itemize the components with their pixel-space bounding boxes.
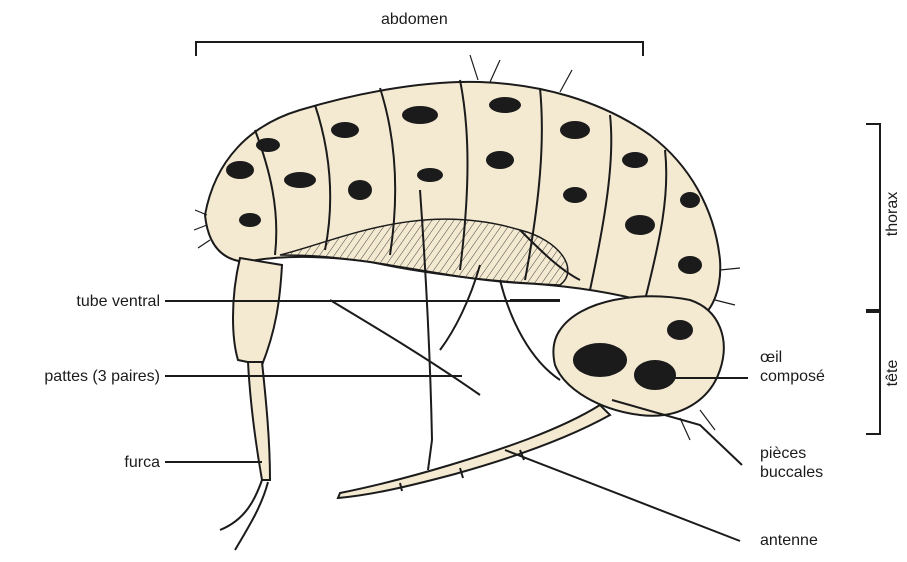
furca-label: furca	[60, 453, 160, 472]
abdomen-label: abdomen	[381, 10, 448, 29]
tube-ventral-label: tube ventral	[30, 292, 160, 311]
antenne-label: antenne	[760, 531, 818, 550]
antenne-leader	[505, 450, 740, 541]
antenna	[338, 405, 610, 498]
pieces-line1: pièces	[760, 444, 823, 463]
compound-eye-mark	[574, 344, 626, 376]
pieces-buccales-label: pièces buccales	[760, 444, 823, 482]
tete-bracket	[866, 312, 880, 434]
thorax-bracket	[866, 124, 880, 310]
tete-label: tête	[884, 353, 902, 393]
oeil-line1: œil	[760, 348, 825, 367]
pattes-label: pattes (3 paires)	[0, 367, 160, 386]
oeil-compose-label: œil composé	[760, 348, 825, 386]
oeil-line2: composé	[760, 367, 825, 386]
abdomen-bracket	[196, 42, 643, 56]
pieces-line2: buccales	[760, 463, 823, 482]
insect-body	[205, 80, 720, 318]
insect-head	[553, 296, 723, 416]
thorax-label: thorax	[884, 189, 902, 239]
